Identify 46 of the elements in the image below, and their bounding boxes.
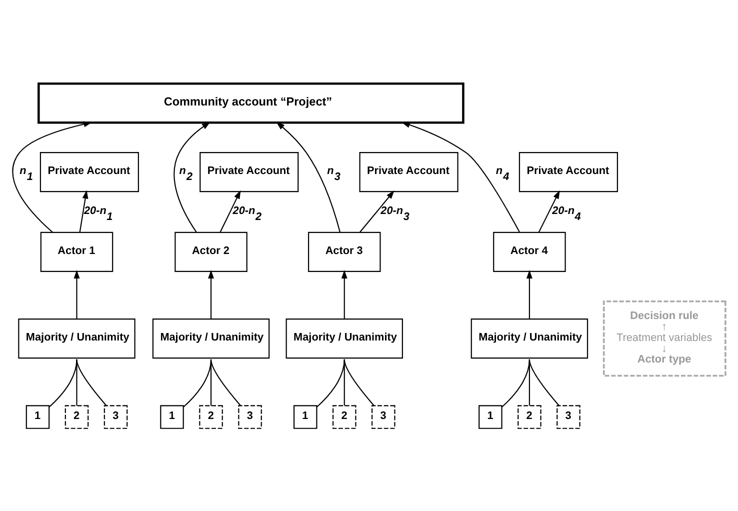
connector xyxy=(48,358,78,407)
node-box: 1 xyxy=(160,404,184,428)
node-box: Actor 2 xyxy=(174,231,248,272)
node-box: Majority / Unanimity xyxy=(470,318,588,358)
node-box: Majority / Unanimity xyxy=(286,318,403,358)
node-box: Majority / Unanimity xyxy=(18,318,136,358)
arrow xyxy=(538,190,560,232)
arrow xyxy=(360,190,394,232)
connector xyxy=(344,358,374,406)
arrow xyxy=(341,269,348,318)
node-box: Private Account xyxy=(40,152,139,192)
arrow xyxy=(74,269,80,318)
node-box: 1 xyxy=(26,404,50,428)
node-box: 3 xyxy=(556,404,580,428)
node-box: 1 xyxy=(293,404,318,428)
arrow xyxy=(174,121,210,232)
node-box: Private Account xyxy=(359,152,458,192)
node-box: Actor 3 xyxy=(308,231,381,272)
arrow xyxy=(79,190,88,232)
node-box: Actor 1 xyxy=(40,231,114,272)
node-box: 2 xyxy=(199,404,223,428)
connector xyxy=(76,358,107,406)
arrow xyxy=(208,269,214,318)
node-box: 3 xyxy=(372,404,396,428)
node-box: Actor 4 xyxy=(493,231,566,272)
node-box: 1 xyxy=(478,404,502,428)
node-box: Private Account xyxy=(200,152,299,192)
node-box: 2 xyxy=(332,404,356,428)
node-box: 2 xyxy=(518,404,542,428)
node-box: Decision rule ↑ Treatment variables ↓ Actor type xyxy=(602,300,726,376)
connector xyxy=(210,358,241,406)
arrow xyxy=(276,121,341,232)
node-box: Private Account xyxy=(518,152,618,192)
arrow xyxy=(12,120,92,232)
node-box: 2 xyxy=(64,404,89,428)
connector xyxy=(316,358,345,407)
arrow xyxy=(526,269,532,318)
connector xyxy=(502,358,530,407)
node-box: Community account “Project” xyxy=(38,82,464,124)
node-box: 3 xyxy=(238,404,262,428)
node-box: Majority / Unanimity xyxy=(152,318,270,358)
arrow xyxy=(220,190,241,232)
connector xyxy=(76,358,78,406)
arrow xyxy=(401,122,520,232)
connector xyxy=(528,358,560,406)
node-box: 3 xyxy=(104,404,128,428)
